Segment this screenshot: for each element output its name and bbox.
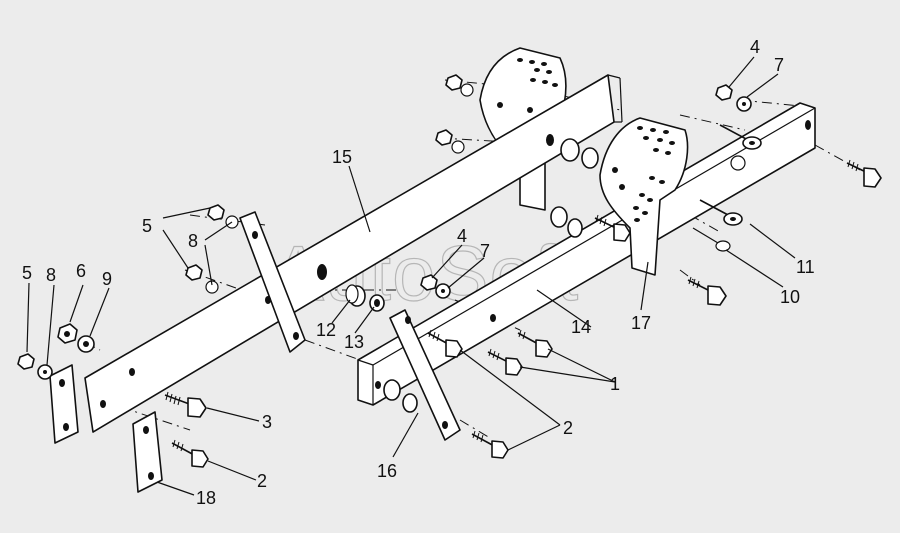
nut-4-front — [420, 274, 438, 291]
nut-5-left — [17, 353, 35, 370]
callout-2-front: 2 — [563, 418, 573, 438]
bolt-1-b — [487, 348, 523, 376]
callout-7-front: 7 — [480, 241, 490, 261]
washer-8-left — [37, 364, 53, 380]
callout-12: 12 — [316, 320, 336, 340]
nut-washer-upper-2 — [435, 129, 465, 154]
bolt-1-a — [427, 329, 463, 358]
pin-11-upper — [719, 124, 762, 171]
bushing-12 — [345, 284, 366, 307]
strap-16-left — [239, 211, 306, 353]
washer-7-upper — [736, 96, 752, 112]
beam-15 — [84, 74, 623, 433]
nut-6 — [57, 323, 78, 344]
callout-17: 17 — [631, 313, 651, 333]
washer-7-front — [435, 283, 451, 299]
callout-2-left: 2 — [257, 471, 267, 491]
pin-11-lower — [699, 199, 743, 226]
bushing-upper-a — [560, 138, 599, 169]
callout-11: 11 — [796, 257, 815, 277]
nut-washer-upper-1 — [445, 74, 474, 97]
callout-7-upper: 7 — [774, 55, 784, 75]
bolt-1-c — [517, 329, 553, 358]
callout-1: 1 — [610, 374, 620, 394]
clip-10 — [692, 227, 731, 252]
callout-8-left: 8 — [46, 265, 56, 285]
callout-4-upper: 4 — [750, 37, 760, 57]
bushing-lower-a — [550, 206, 583, 238]
plate-17-lower — [599, 117, 689, 276]
callout-8-mid: 8 — [188, 231, 198, 251]
callout-5-left: 5 — [22, 263, 32, 283]
callout-18: 18 — [196, 488, 216, 508]
bolt-2-front — [471, 430, 509, 459]
washer-9 — [77, 335, 95, 353]
beam-14 — [357, 102, 816, 406]
callout-10: 10 — [780, 287, 800, 307]
plate-18-left — [49, 364, 79, 444]
callout-15: 15 — [332, 147, 352, 167]
bolt-upper-right — [846, 159, 882, 188]
leader-lines — [26, 56, 796, 496]
callout-13: 13 — [344, 332, 364, 352]
callout-5-mid: 5 — [142, 216, 152, 236]
plate-18 — [132, 411, 163, 493]
bolt-mid-stack — [594, 214, 631, 242]
bolt-2-left — [171, 439, 209, 468]
nut-4-upper — [715, 84, 733, 101]
callout-4-front: 4 — [457, 226, 467, 246]
callout-9: 9 — [102, 269, 112, 289]
callout-16: 16 — [377, 461, 397, 481]
bolt-17-lower — [687, 276, 727, 306]
callout-6: 6 — [76, 261, 86, 281]
callout-14: 14 — [571, 317, 591, 337]
callout-labels: 15 5 8 5 8 6 9 4 7 4 7 11 10 17 14 12 13… — [22, 37, 815, 508]
bolt-3 — [164, 391, 207, 418]
bushing-front — [383, 379, 418, 413]
strap-16-front — [389, 309, 461, 441]
nut-5-mid-2 — [185, 264, 219, 294]
callout-3: 3 — [262, 412, 272, 432]
nut-5-mid-1 — [207, 204, 239, 229]
